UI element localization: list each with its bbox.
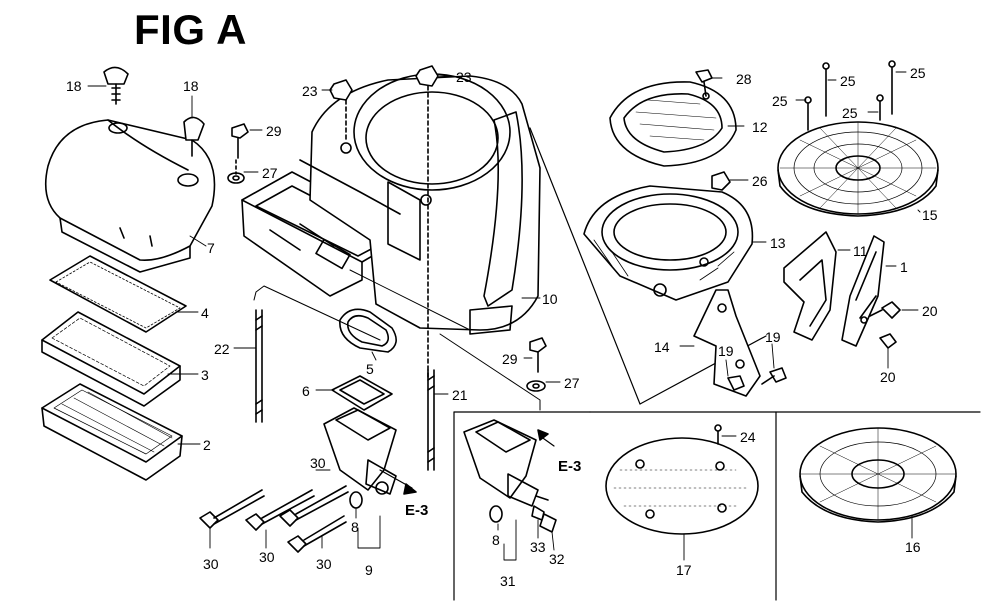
callout-28: 28 bbox=[736, 71, 752, 87]
callout-21: 21 bbox=[452, 387, 468, 403]
callout-30-d: 30 bbox=[316, 556, 332, 572]
elbow-assembly-inset bbox=[463, 419, 549, 507]
cap-32 bbox=[539, 513, 557, 533]
callout-20-a: 20 bbox=[922, 303, 938, 319]
screen-16 bbox=[799, 427, 957, 523]
screw-24 bbox=[714, 424, 722, 445]
callout-23-b: 23 bbox=[456, 69, 472, 85]
ref-e3-inset: E-3 bbox=[558, 458, 582, 475]
bolt-30-a bbox=[199, 489, 265, 529]
callout-25-c: 25 bbox=[842, 105, 858, 121]
fan-housing-13 bbox=[583, 185, 754, 301]
callout-17: 17 bbox=[676, 562, 692, 578]
bolt-30-d bbox=[287, 515, 347, 553]
callout-29-top: 29 bbox=[266, 123, 282, 139]
callout-2: 2 bbox=[203, 437, 211, 453]
bolt-30-b bbox=[245, 489, 315, 531]
ref-e3-left: E-3 bbox=[405, 502, 429, 519]
callout-22: 22 bbox=[214, 341, 230, 357]
washer-27-mid bbox=[526, 380, 546, 392]
callout-20-b: 20 bbox=[880, 369, 896, 385]
callout-1: 1 bbox=[900, 259, 908, 275]
callout-19-b: 19 bbox=[765, 329, 781, 345]
callout-4: 4 bbox=[201, 305, 209, 321]
callout-3: 3 bbox=[201, 367, 209, 383]
stud-21 bbox=[427, 369, 435, 471]
shroud-11 bbox=[783, 231, 837, 341]
knob-18-mid bbox=[183, 116, 205, 157]
elbow-assembly bbox=[323, 407, 397, 495]
bolt-20-b bbox=[879, 333, 897, 349]
callout-30-c: 30 bbox=[310, 455, 326, 471]
fan-screen-15 bbox=[777, 121, 939, 217]
nut-26 bbox=[711, 171, 731, 191]
plate-17 bbox=[605, 437, 759, 535]
callout-27-mid: 27 bbox=[564, 375, 580, 391]
collar-8-left bbox=[349, 491, 363, 509]
bolt-29-mid bbox=[529, 337, 547, 373]
callout-6: 6 bbox=[302, 383, 310, 399]
figure-title: FIG A bbox=[134, 6, 247, 53]
callout-16: 16 bbox=[905, 539, 921, 555]
filter-2 bbox=[41, 383, 183, 481]
stud-22 bbox=[255, 309, 263, 423]
callout-15: 15 bbox=[922, 207, 938, 223]
callout-27-top: 27 bbox=[262, 165, 278, 181]
callout-18-left: 18 bbox=[66, 78, 82, 94]
nut-23-a bbox=[329, 79, 353, 101]
callout-12: 12 bbox=[752, 119, 768, 135]
callout-10: 10 bbox=[542, 291, 558, 307]
air-cleaner-cover bbox=[44, 119, 216, 273]
callout-25-d: 25 bbox=[910, 65, 926, 81]
callout-5: 5 bbox=[366, 361, 374, 377]
bracket-14 bbox=[693, 289, 761, 397]
callout-30-b: 30 bbox=[259, 549, 275, 565]
callout-9: 9 bbox=[365, 562, 373, 578]
bolt-19-b bbox=[761, 367, 787, 385]
shroud-1 bbox=[841, 235, 885, 347]
callout-24: 24 bbox=[740, 429, 756, 445]
callout-13: 13 bbox=[770, 235, 786, 251]
callout-11: 11 bbox=[853, 243, 868, 259]
screw-25-b bbox=[822, 62, 830, 117]
grille-plate-12 bbox=[609, 81, 737, 167]
callout-7: 7 bbox=[207, 240, 215, 256]
nut-23-b bbox=[415, 65, 439, 87]
callout-26: 26 bbox=[752, 173, 768, 189]
callout-8-left: 8 bbox=[351, 519, 359, 535]
callout-33: 33 bbox=[530, 539, 546, 555]
bolt-19-a bbox=[727, 375, 745, 391]
bolt-30-c bbox=[279, 485, 349, 527]
gasket-6 bbox=[331, 375, 393, 411]
filter-element-3 bbox=[41, 311, 181, 407]
screw-25-a bbox=[804, 96, 812, 131]
collar-8-inset bbox=[489, 505, 503, 523]
callout-25-a: 25 bbox=[840, 73, 856, 89]
callout-32: 32 bbox=[549, 551, 565, 567]
screw-25-c bbox=[876, 94, 884, 121]
callout-18-mid: 18 bbox=[183, 78, 199, 94]
fan-cover-10 bbox=[299, 73, 541, 335]
callout-30-a: 30 bbox=[203, 556, 219, 572]
pre-cleaner-4 bbox=[49, 255, 187, 333]
bolt-29-top bbox=[231, 123, 249, 159]
bolt-20-a bbox=[869, 301, 901, 319]
callout-8-inset: 8 bbox=[492, 532, 500, 548]
knob-18-left bbox=[103, 66, 129, 105]
callout-23-a: 23 bbox=[302, 83, 318, 99]
gasket-5 bbox=[339, 308, 397, 353]
callout-25-b: 25 bbox=[772, 93, 788, 109]
screw-25-d bbox=[888, 60, 896, 115]
callout-19-a: 19 bbox=[718, 343, 734, 359]
callout-29-mid: 29 bbox=[502, 351, 518, 367]
callout-31: 31 bbox=[500, 573, 516, 589]
callout-14: 14 bbox=[654, 339, 670, 355]
